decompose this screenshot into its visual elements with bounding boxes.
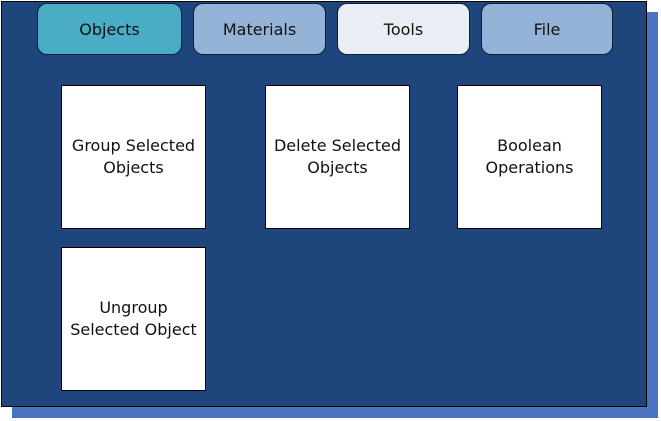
tab-objects[interactable]: Objects [37,3,182,55]
delete-selected-objects-label: Delete Selected Objects [273,136,401,177]
objects-panel: Objects Materials Tools File Group Selec… [1,1,647,407]
delete-selected-objects-button[interactable]: Delete Selected Objects [265,85,410,229]
tab-materials[interactable]: Materials [193,3,326,55]
tab-objects-label: Objects [79,19,140,39]
tab-file-label: File [533,19,561,39]
boolean-operations-button[interactable]: Boolean Operations [457,85,602,229]
tab-tools[interactable]: Tools [337,3,470,55]
tab-materials-label: Materials [222,19,297,39]
ungroup-selected-object-label: Ungroup Selected Object [70,298,197,339]
ungroup-selected-object-button[interactable]: Ungroup Selected Object [61,247,206,391]
boolean-operations-label: Boolean Operations [485,136,574,177]
group-selected-objects-button[interactable]: Group Selected Objects [61,85,206,229]
group-selected-objects-label: Group Selected Objects [71,136,196,177]
tab-tools-label: Tools [383,19,424,39]
tab-file[interactable]: File [481,3,613,55]
